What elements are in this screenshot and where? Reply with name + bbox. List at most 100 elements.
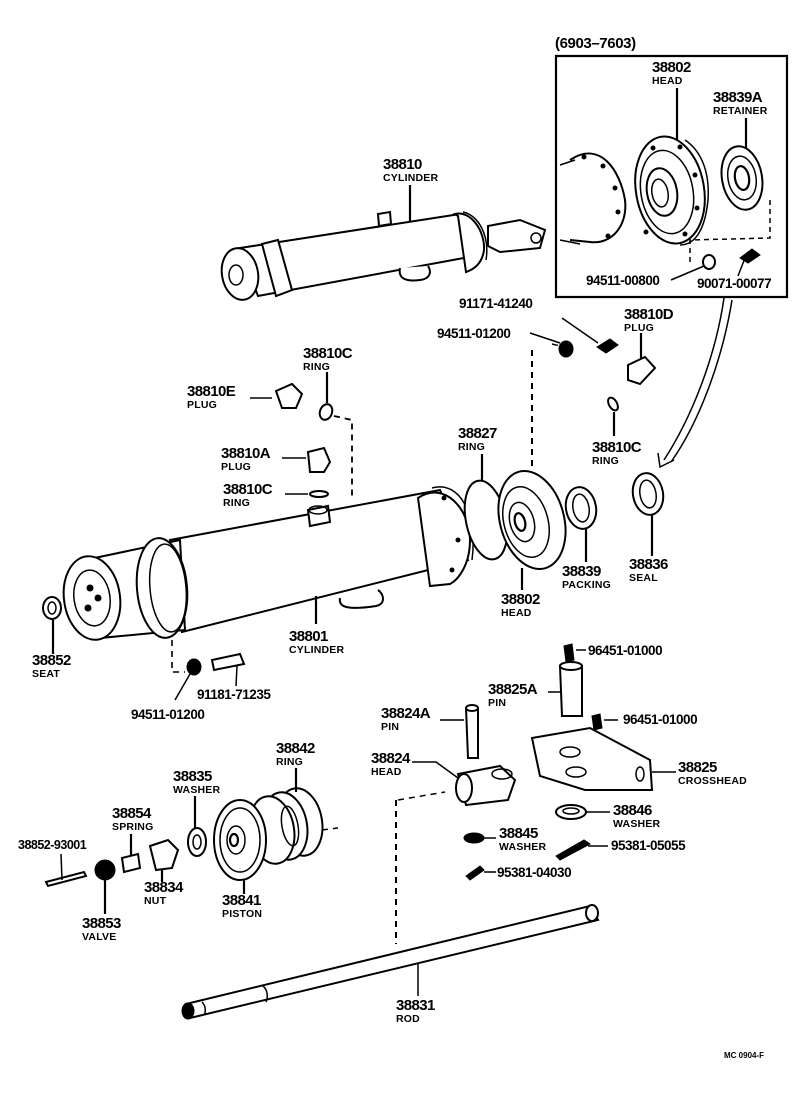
part-number: 38810D: [624, 306, 674, 323]
seat-and-bolts-drawing: [42, 596, 246, 701]
inset-year-range: (6903–7603): [555, 35, 636, 52]
part-name: PIN: [488, 697, 507, 709]
part-name: PIN: [381, 721, 400, 733]
part-number: 38854: [112, 805, 151, 822]
part-label-38839a[interactable]: 38839A RETAINER: [713, 90, 768, 117]
part-name: RING: [592, 455, 620, 467]
cylinder-38810-drawing: [220, 185, 547, 301]
part-label-38852-93001[interactable]: 38852-93001: [18, 838, 87, 852]
part-label-38810c-right[interactable]: 38810C RING: [592, 439, 642, 467]
part-name: WASHER: [499, 841, 547, 853]
part-name: PLUG: [624, 322, 654, 334]
part-label-95381-05055[interactable]: 95381-05055: [611, 838, 686, 853]
part-name: WASHER: [613, 818, 661, 830]
part-label-38810c-left[interactable]: 38810C RING: [223, 481, 273, 509]
part-label-38802-inset[interactable]: 38802 HEAD: [652, 60, 691, 87]
cylinder-38801-drawing: [62, 486, 474, 641]
part-name: HEAD: [501, 607, 532, 619]
part-label-38831[interactable]: 38831 ROD: [396, 998, 435, 1025]
part-label-38810a[interactable]: 38810A PLUG: [221, 445, 271, 473]
part-label-38825a[interactable]: 38825A PIN: [488, 681, 538, 709]
figure-code: MC 0904-F: [724, 1051, 765, 1060]
part-name: RING: [458, 441, 486, 453]
part-label-94511-01200-bottom[interactable]: 94511-01200: [131, 707, 205, 722]
part-number: 38824: [371, 750, 410, 767]
part-number: 38810A: [221, 445, 271, 462]
part-number: 38810C: [303, 345, 353, 362]
inset-leaders: [670, 88, 771, 281]
inset-retainer-drawing: [720, 145, 764, 211]
part-name: SEAL: [629, 572, 658, 584]
part-number: 38845: [499, 825, 538, 842]
part-label-38802-main[interactable]: 38802 HEAD: [501, 592, 540, 619]
inset-head-drawing: [634, 135, 709, 246]
part-label-38852[interactable]: 38852 SEAT: [32, 653, 71, 680]
piston-assembly-drawing: [44, 768, 339, 914]
part-name: HEAD: [371, 766, 402, 778]
part-number: 38831: [396, 997, 435, 1014]
part-number: 38842: [276, 740, 315, 757]
part-label-94511-01200-top[interactable]: 94511-01200: [437, 326, 511, 341]
part-label-38836[interactable]: 38836 SEAL: [629, 557, 668, 584]
part-label-38839[interactable]: 38839 PACKING: [562, 564, 611, 591]
part-label-38845[interactable]: 38845 WASHER: [499, 826, 546, 853]
part-label-38801[interactable]: 38801 CYLINDER: [289, 629, 344, 656]
part-name: WASHER: [173, 784, 221, 796]
part-number: 38852: [32, 652, 71, 669]
inset-box: [554, 54, 789, 299]
part-number: 38802: [501, 591, 540, 608]
part-label-38827[interactable]: 38827 RING: [458, 426, 497, 453]
part-label-38810c-top[interactable]: 38810C RING: [303, 345, 353, 373]
part-name: RING: [276, 756, 304, 768]
part-label-38841[interactable]: 38841 PISTON: [222, 893, 262, 920]
part-number: 38810C: [223, 481, 273, 498]
part-label-38810[interactable]: 38810 CYLINDER: [383, 157, 438, 184]
part-label-95381-04030[interactable]: 95381-04030: [497, 865, 572, 880]
part-label-38854[interactable]: 38854 SPRING: [112, 806, 153, 833]
part-number: 38825: [678, 759, 717, 776]
inset-pointer-arrow: [657, 297, 733, 469]
head-assembly-drawing: [463, 454, 665, 590]
rod-38831-drawing: [181, 800, 600, 1020]
part-label-38853[interactable]: 38853 VALVE: [82, 916, 121, 943]
inset-cylinder-end-drawing: [559, 152, 627, 245]
part-number: 38839A: [713, 89, 763, 106]
part-number: 38846: [613, 802, 652, 819]
part-number: 38836: [629, 556, 668, 573]
part-label-91171-41240[interactable]: 91171-41240: [459, 296, 533, 311]
part-number: 38810E: [187, 383, 236, 400]
part-label-38835[interactable]: 38835 WASHER: [173, 769, 220, 796]
part-number: 38810C: [592, 439, 642, 456]
part-name: RING: [303, 361, 331, 373]
part-number: 38825A: [488, 681, 538, 698]
part-number: 38810: [383, 156, 422, 173]
part-name: PLUG: [221, 461, 251, 473]
part-label-94511-00800[interactable]: 94511-00800: [586, 273, 660, 288]
part-label-96451-01000-top[interactable]: 96451-01000: [588, 643, 663, 658]
part-number: 38801: [289, 628, 328, 645]
part-label-38810e[interactable]: 38810E PLUG: [187, 383, 236, 411]
part-name: HEAD: [652, 75, 683, 87]
part-name: SPRING: [112, 821, 154, 833]
part-number: 38834: [144, 879, 183, 896]
part-label-91181-71235[interactable]: 91181-71235: [197, 687, 271, 702]
part-label-38824a[interactable]: 38824A PIN: [381, 706, 431, 733]
part-label-90071-00077[interactable]: 90071-00077: [697, 276, 772, 291]
part-name: ROD: [396, 1013, 420, 1025]
part-number: 38841: [222, 892, 261, 909]
part-label-38842[interactable]: 38842 RING: [276, 741, 315, 768]
part-name: CROSSHEAD: [678, 775, 747, 787]
part-name: RETAINER: [713, 105, 768, 117]
part-label-38846[interactable]: 38846 WASHER: [613, 803, 660, 830]
part-number: 38827: [458, 425, 497, 442]
part-name: PACKING: [562, 579, 612, 591]
part-label-38825[interactable]: 38825 CROSSHEAD: [678, 760, 747, 787]
part-label-38824[interactable]: 38824 HEAD: [371, 751, 410, 778]
crosshead-assembly-drawing: [397, 643, 676, 881]
part-label-96451-01000-bottom[interactable]: 96451-01000: [623, 712, 698, 727]
part-label-38834[interactable]: 38834 NUT: [144, 880, 183, 907]
part-number: 38853: [82, 915, 121, 932]
part-label-38810d[interactable]: 38810D PLUG: [624, 306, 674, 334]
